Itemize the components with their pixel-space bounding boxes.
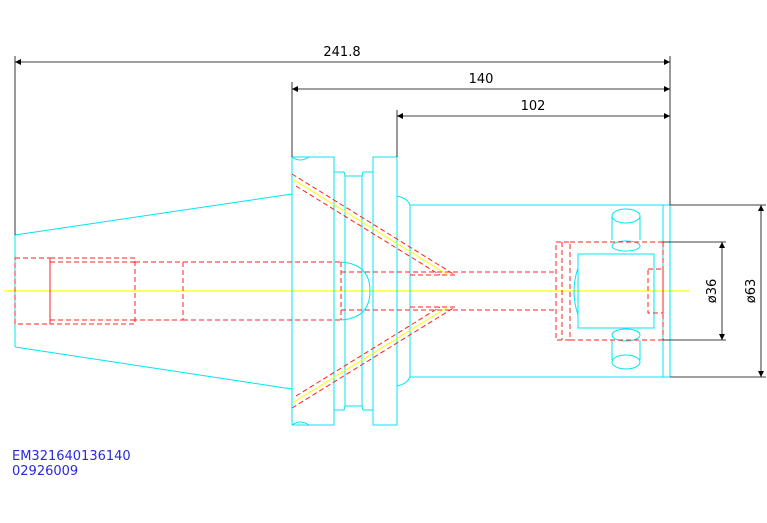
drawing-number-label: 02926009	[12, 464, 79, 479]
coolant-center-lines	[293, 179, 449, 403]
hidden-lines	[14, 173, 664, 409]
part-outline	[14, 156, 671, 426]
dim-gauge-length: 140	[469, 72, 494, 87]
dim-overall-length: 241.8	[323, 45, 360, 60]
dim-outer-diameter: ø63	[744, 279, 759, 304]
dimension-lines	[14, 56, 766, 378]
dim-bore-diameter: ø36	[705, 279, 720, 304]
part-number-label: EM321640136140	[12, 449, 131, 464]
dim-body-length: 102	[521, 99, 546, 114]
